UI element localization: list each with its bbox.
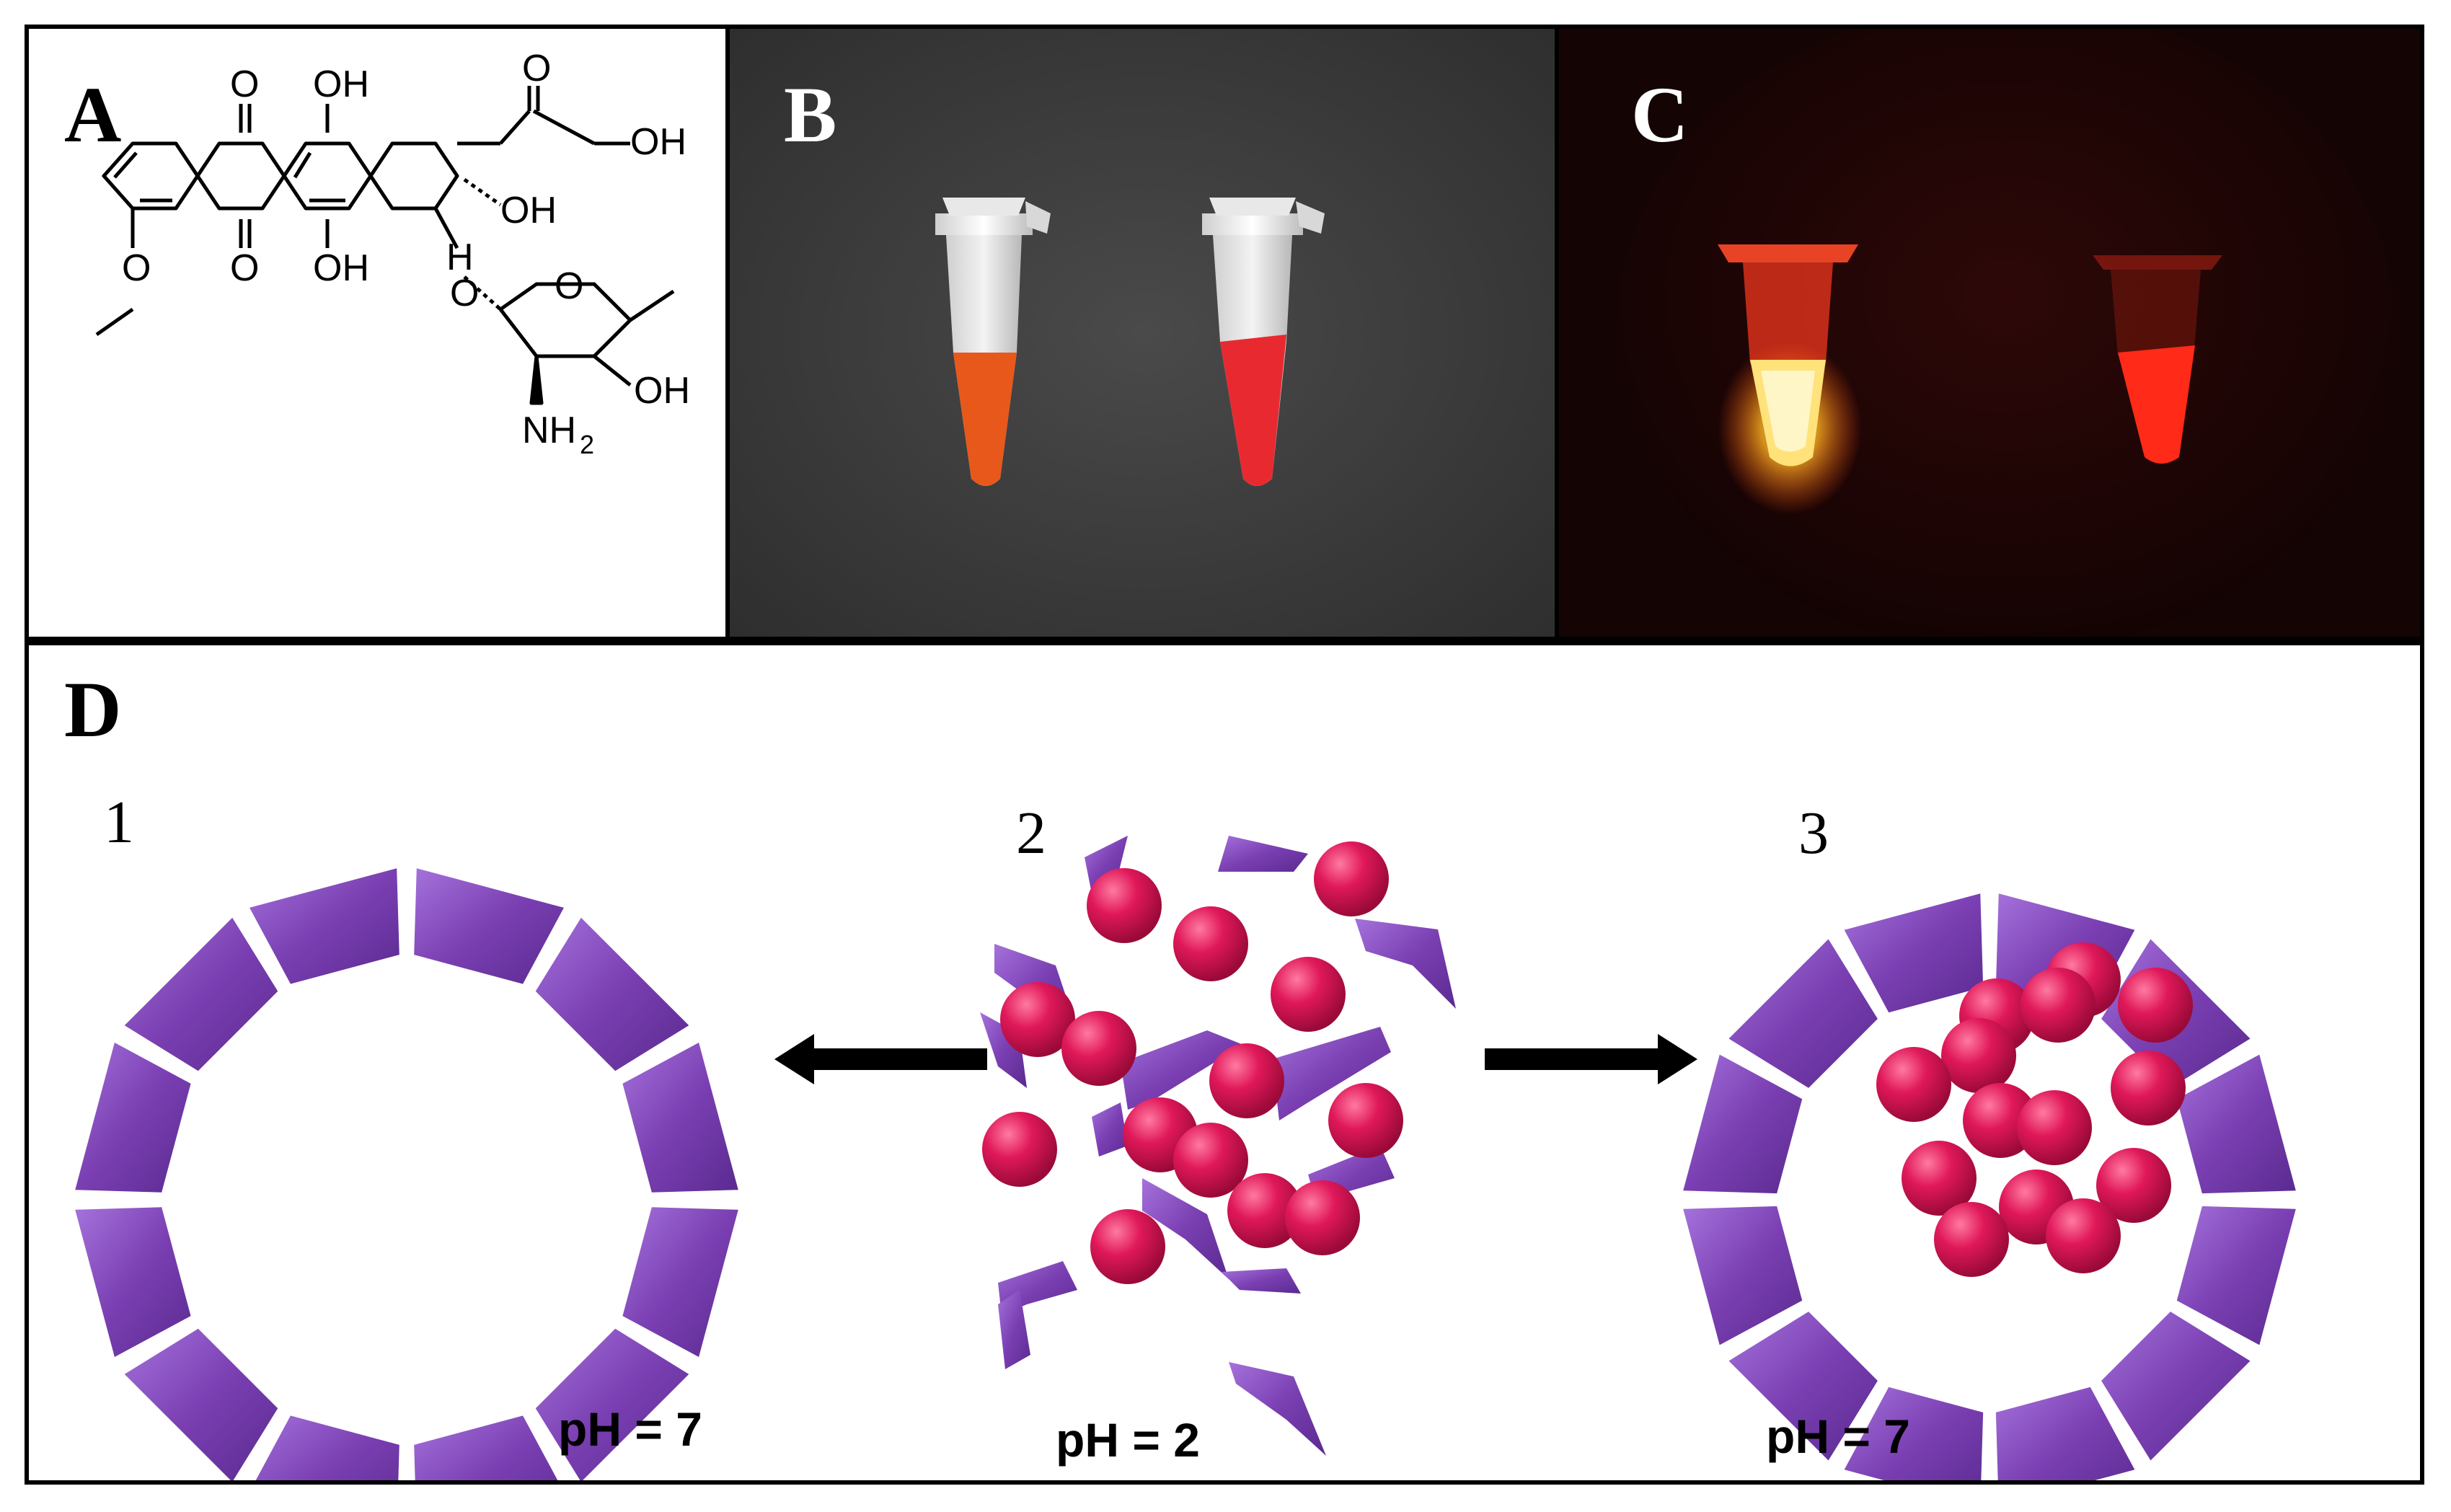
drug-molecule [2096,1148,2171,1223]
stage-3-ph: pH = 7 [1766,1410,1910,1463]
drug-molecule [1314,841,1389,916]
capsule-1-segment [622,1043,738,1193]
subunit-fragment [1272,1027,1391,1120]
label-methoxy-o: O [122,247,151,289]
subunit-fragment [1092,1102,1128,1157]
capsule-1-segment [535,917,689,1071]
assembly-diagram [75,836,2296,1485]
label-h: H [446,236,474,278]
label-nh2: NH [522,410,576,451]
drug-molecule [2017,1090,2092,1165]
tube-bright-fluorescent [1718,244,1862,515]
subunit-fragment [1355,919,1456,1009]
capsule-1-segment [75,1043,191,1193]
subunit-fragment [1142,1178,1229,1279]
subunit-fragment [998,1290,1030,1369]
tube-red [1202,198,1325,486]
drug-molecule [2021,968,2096,1043]
panel-a-letter: A [64,71,122,159]
drug-molecule [1227,1173,1302,1248]
tubes-photo [730,25,1559,641]
arrow-left [774,1034,987,1084]
label-oh-bottom: OH [313,247,369,289]
drug-molecule [2118,968,2193,1043]
panel-b: B [730,25,1559,641]
subunit-fragment [1229,1362,1326,1456]
capsule-3-segment [2176,1206,2296,1345]
label-oh-ring: OH [500,190,557,231]
free-drug-molecules [982,841,1403,1284]
capsule-3-segment [1683,1206,1803,1345]
tube-orange [935,198,1051,486]
encapsulated-drug-molecules [1876,942,2193,1277]
tube-dim-fluorescent [2093,255,2222,464]
label-o-top: O [230,63,259,105]
drug-molecule [1941,1018,2016,1093]
capsule-3-segment [1844,893,1984,1013]
drug-molecule [1173,1123,1248,1198]
subunit-fragment [980,1012,1027,1088]
empty-capsule-ring [75,868,738,1485]
capsule-1-segment [535,1328,689,1482]
panel-d: D 1 2 3 pH = [25,641,2424,1485]
subunit-fragment [1121,1030,1243,1110]
label-oh-side: OH [630,121,686,163]
drug-molecule [1876,1047,1951,1122]
stage-1-number: 1 [104,789,134,856]
panel-c: C [1559,25,2424,641]
drug-molecule [1000,982,1075,1057]
capsule-3-segment [1995,1387,2135,1485]
capsule-3-segment [2101,1312,2251,1461]
drug-molecule [1271,957,1346,1032]
capsule-3-segment [1728,939,1878,1088]
capsule-1-segment [124,917,278,1071]
capsule-1-segment [124,1328,278,1482]
capsule-1-segment [414,1415,560,1485]
stage-1-ph: pH = 7 [558,1402,702,1456]
capsule-3-segment [1683,1054,1803,1194]
capsule-3-segment [1844,1387,1984,1485]
label-oh-top: OH [313,63,369,105]
drug-molecule [1090,1209,1165,1284]
capsule-1-segment [75,1207,191,1357]
drug-molecule [1173,906,1248,981]
drug-molecule [982,1112,1057,1187]
panel-b-letter: B [784,71,837,159]
loaded-capsule-ring [1683,893,2296,1485]
stage-2-number: 2 [1016,800,1046,867]
capsule-1-segment [249,868,399,984]
capsule-3-segment [1728,1312,1878,1461]
arrow-right [1485,1034,1697,1084]
doxorubicin-structure: O OH O OH OH H O OH O O O OH NH 2 [95,48,690,459]
drug-molecule [1209,1043,1284,1118]
fluorescence-photo [1559,25,2424,641]
drug-molecule [1934,1202,2009,1277]
subunit-fragment [1222,1268,1301,1294]
capsule-1-segment [414,868,564,984]
panel-c-letter: C [1631,71,1689,159]
label-o-ether: O [450,273,479,314]
capsule-1-segment [253,1415,399,1485]
panel-d-letter: D [64,666,122,753]
stage-3-number: 3 [1798,800,1829,867]
drug-molecule [1061,1011,1136,1086]
label-nh2-subscript: 2 [580,430,594,459]
capsule-1-segment [622,1207,738,1357]
label-o-ketone: O [522,48,551,89]
drug-molecule [1328,1083,1403,1158]
subunit-fragment [1218,836,1308,872]
label-o-quinone: O [230,247,259,289]
drug-molecule [2111,1051,2186,1126]
drug-molecule [2046,1198,2121,1273]
drug-molecule [1087,868,1162,943]
stage-2-ph: pH = 2 [1056,1413,1200,1467]
capsule-3-segment [2176,1054,2296,1194]
drug-molecule [1285,1180,1360,1255]
drug-molecule [1902,1141,1977,1216]
label-oh-sugar: OH [634,370,690,412]
panel-a: A [25,25,730,641]
label-o-sugar: O [555,265,583,307]
